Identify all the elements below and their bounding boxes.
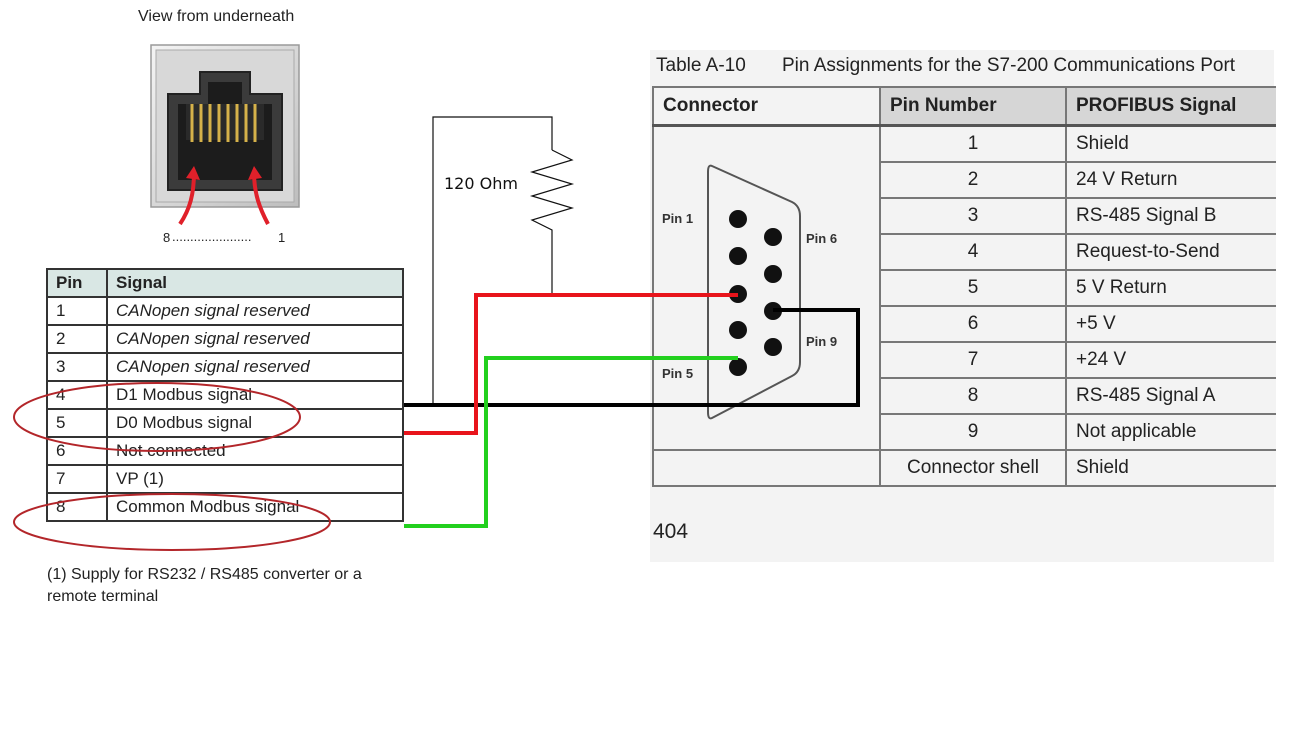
signal-cell: Not connected [106, 436, 404, 466]
pin-cell: 2 [46, 324, 108, 354]
table-header-row: Connector Pin Number PROFIBUS Signal [652, 86, 1276, 127]
pin-cell: 4 [46, 380, 108, 410]
table-row: Connector shell Shield [652, 449, 1276, 487]
profibus-signal-cell: +24 V [1065, 341, 1276, 379]
rj45-pin8-label: 8 [163, 230, 171, 245]
footnote-line-2: remote terminal [47, 588, 159, 605]
db9-pin1-label: Pin 1 [662, 211, 694, 226]
pin-number-cell: 7 [879, 341, 1067, 379]
signal-header: Signal [106, 268, 404, 298]
profibus-signal-cell: Not applicable [1065, 413, 1276, 451]
pin-number-cell: 9 [879, 413, 1067, 451]
connector-header: Connector [652, 86, 881, 127]
table-row: 6+5 V [653, 305, 1276, 343]
footnote: (1) Supply for RS232 / RS485 converter o… [47, 564, 427, 608]
table-header-row: Pin Signal [46, 268, 404, 298]
profibus-signal-header: PROFIBUS Signal [1065, 86, 1276, 127]
pin-number-cell: 3 [879, 197, 1067, 235]
s7-200-pin-table: Connector Pin Number PROFIBUS Signal 1 S… [652, 86, 1276, 487]
pin-number-cell: Connector shell [879, 449, 1067, 487]
table-caption: Table A-10 Pin Assignments for the S7-200… [656, 55, 1235, 77]
pin-number-header: Pin Number [879, 86, 1067, 127]
pin-number-cell: 6 [879, 305, 1067, 343]
signal-cell: CANopen signal reserved [106, 296, 404, 326]
profibus-signal-cell: Shield [1065, 449, 1276, 487]
profibus-signal-cell: 5 V Return [1065, 269, 1276, 307]
pin-cell: 5 [46, 408, 108, 438]
db9-connector-icon [707, 164, 801, 420]
signal-cell: VP (1) [106, 464, 404, 494]
pin-number-cell: 4 [879, 233, 1067, 271]
rj45-connector-icon [150, 44, 300, 226]
profibus-signal-cell: RS-485 Signal B [1065, 197, 1276, 235]
rj45-pin1-label: 1 [278, 230, 286, 245]
signal-cell: Common Modbus signal [106, 492, 404, 522]
resistor-label: 120 Ohm [444, 174, 518, 193]
pin-number-cell: 5 [879, 269, 1067, 307]
db9-pin6-label: Pin 6 [806, 231, 838, 246]
signal-cell: CANopen signal reserved [106, 352, 404, 382]
rj45-view-caption: View from underneath [138, 8, 295, 25]
profibus-signal-cell: +5 V [1065, 305, 1276, 343]
pin-cell: 3 [46, 352, 108, 382]
signal-cell: D0 Modbus signal [106, 408, 404, 438]
pin-header: Pin [46, 268, 108, 298]
signal-cell: CANopen signal reserved [106, 324, 404, 354]
db9-pin9-label: Pin 9 [806, 334, 838, 349]
signal-cell: D1 Modbus signal [106, 380, 404, 410]
terminator-resistor-icon [432, 116, 575, 404]
table-row: 7+24 V [653, 341, 1276, 379]
table-number: Table A-10 [656, 55, 746, 76]
rj45-dots: ...................... [172, 229, 252, 244]
profibus-signal-cell: RS-485 Signal A [1065, 377, 1276, 415]
pin-cell: 1 [46, 296, 108, 326]
footnote-line-1: (1) Supply for RS232 / RS485 converter o… [47, 566, 362, 583]
connector-cell [652, 449, 881, 487]
pin-number-cell: 2 [879, 161, 1067, 199]
table-row: 1 Shield [652, 124, 1276, 451]
profibus-signal-cell: Shield [1065, 124, 1276, 163]
pin-cell: 6 [46, 436, 108, 466]
db9-pin5-label: Pin 5 [662, 366, 694, 381]
profibus-signal-cell: Request-to-Send [1065, 233, 1276, 271]
pin-cell: 7 [46, 464, 108, 494]
profibus-signal-cell: 24 V Return [1065, 161, 1276, 199]
pin-number-cell: 8 [879, 377, 1067, 415]
pin-cell: 8 [46, 492, 108, 522]
pin-number-cell: 1 [879, 124, 1067, 163]
page-number: 404 [653, 520, 689, 543]
table-title: Pin Assignments for the S7-200 Communica… [782, 55, 1236, 76]
